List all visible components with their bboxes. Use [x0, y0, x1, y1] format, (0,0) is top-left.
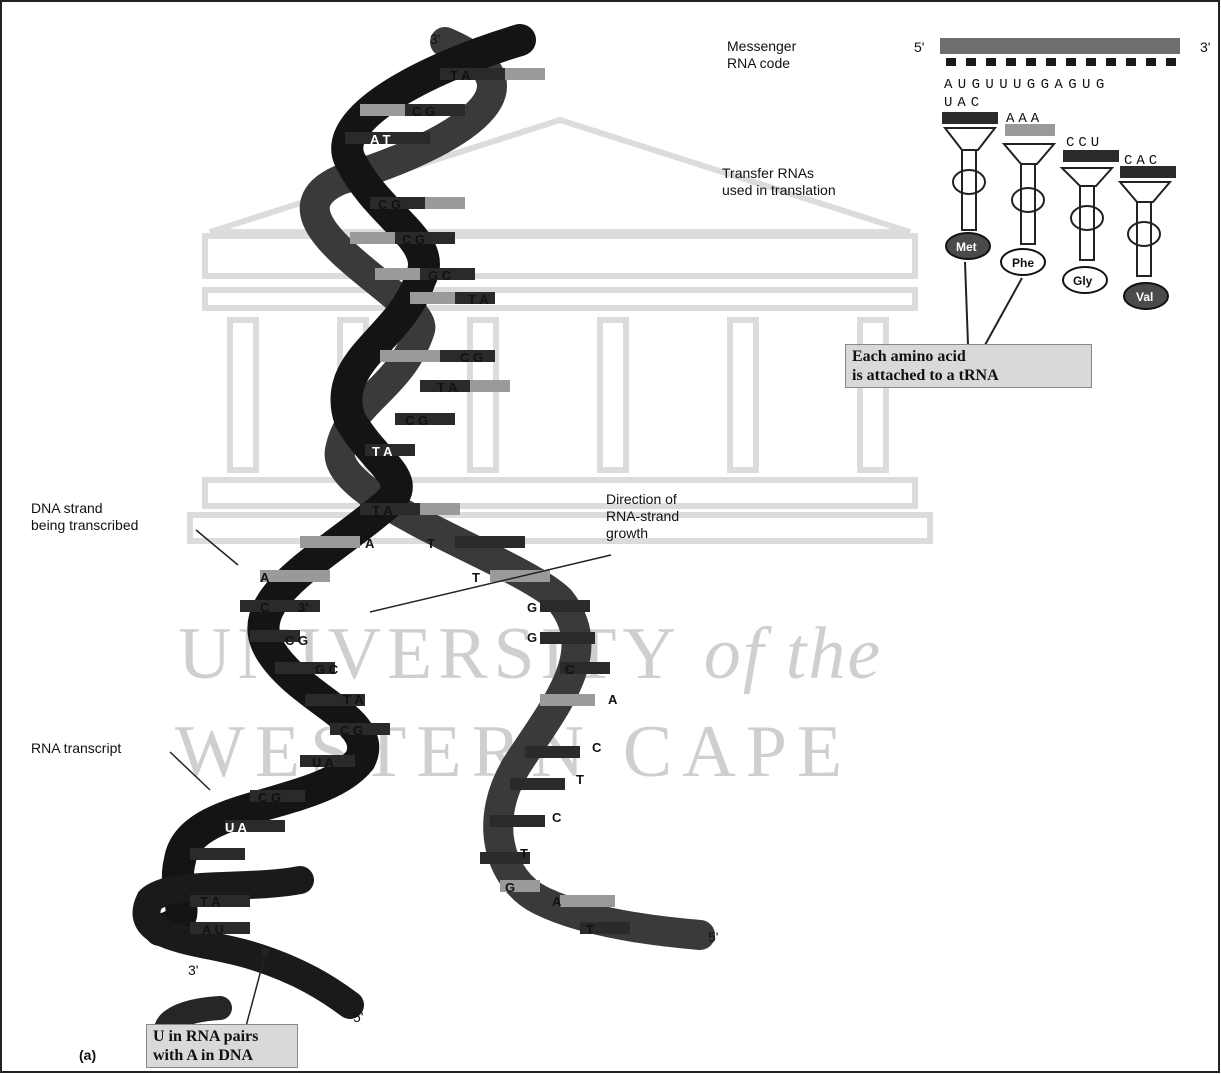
- helix-back-strand: [299, 27, 715, 950]
- panel-label: (a): [79, 1047, 97, 1063]
- svg-text:3': 3': [298, 600, 308, 615]
- svg-text:C G: C G: [285, 633, 308, 648]
- svg-text:A: A: [552, 894, 562, 909]
- svg-text:C: C: [592, 740, 602, 755]
- svg-text:T: T: [472, 570, 480, 585]
- pointer-lines: [169, 529, 612, 1031]
- pointer-dot: [261, 948, 269, 956]
- svg-text:G C: G C: [315, 662, 339, 677]
- svg-text:G: G: [505, 880, 515, 895]
- svg-text:U A: U A: [225, 820, 248, 835]
- svg-text:C G: C G: [402, 232, 425, 247]
- callout-amino-acid: Each amino acid is attached to a tRNA: [845, 344, 1092, 388]
- svg-text:A: A: [365, 536, 375, 551]
- base-letters: T A C G A T C G C G G C T A C G T A C G …: [200, 68, 618, 937]
- svg-text:T: T: [586, 922, 594, 937]
- rna-transcript-tail: [132, 866, 364, 1019]
- amino-acid-met: Met: [956, 240, 977, 254]
- trna-gly: [1059, 150, 1119, 294]
- svg-text:T: T: [576, 772, 584, 787]
- end-top-right: 5': [497, 31, 507, 47]
- amino-acid-phe: Phe: [1012, 256, 1034, 270]
- svg-text:C G: C G: [340, 723, 363, 738]
- label-direction: Direction of RNA-strand growth: [606, 491, 680, 541]
- svg-text:C: C: [552, 810, 562, 825]
- mrna-end-3: 3': [1200, 39, 1210, 55]
- label-messenger-rna: Messenger RNA code: [727, 38, 797, 71]
- svg-text:G: G: [527, 630, 537, 645]
- svg-text:C G: C G: [405, 413, 428, 428]
- mrna-strip: [940, 38, 1180, 54]
- svg-text:C G: C G: [258, 790, 281, 805]
- svg-text:C: C: [260, 600, 270, 615]
- end-bottom-left-5: 5': [353, 1009, 363, 1025]
- svg-text:T A: T A: [437, 380, 458, 395]
- callout-u-pairs: U in RNA pairs with A in DNA: [146, 1024, 298, 1068]
- svg-text:T A: T A: [372, 503, 393, 518]
- svg-text:A: A: [260, 570, 270, 585]
- label-dna-strand: DNA strand being transcribed: [31, 500, 139, 533]
- end-top-left: 3': [430, 31, 440, 47]
- end-bottom-left-3: 3': [188, 962, 198, 978]
- anticodon-4: CAC: [1124, 153, 1161, 169]
- end-bottom-right-5: 5': [708, 929, 718, 945]
- translation-inset: [940, 38, 1180, 346]
- svg-text:T A: T A: [343, 692, 364, 707]
- amino-acid-val: Val: [1136, 290, 1153, 304]
- anticodon-2: AAA: [1006, 111, 1043, 127]
- svg-text:U A: U A: [312, 755, 335, 770]
- trna-met: [942, 112, 998, 260]
- label-rna-transcript: RNA transcript: [31, 740, 122, 756]
- svg-text:G C: G C: [428, 268, 452, 283]
- watermark-line1-suffix: of the: [703, 613, 883, 695]
- svg-text:C G: C G: [460, 350, 483, 365]
- trna-phe: [1000, 124, 1057, 276]
- svg-text:G: G: [527, 600, 537, 615]
- svg-text:T A: T A: [200, 894, 221, 909]
- svg-text:A U: A U: [202, 922, 224, 937]
- svg-text:C G: C G: [412, 104, 435, 119]
- mrna-end-5: 5': [914, 39, 924, 55]
- svg-text:T A: T A: [468, 292, 489, 307]
- mrna-codons: AUGUUUGGAGUG: [944, 77, 1110, 93]
- svg-text:A T: A T: [370, 132, 391, 147]
- svg-text:C G: C G: [378, 197, 401, 212]
- anticodon-3: CCU: [1066, 135, 1103, 151]
- anticodon-1: UAC: [944, 95, 984, 111]
- svg-text:T A: T A: [450, 68, 471, 83]
- svg-text:T: T: [520, 846, 528, 861]
- amino-acid-gly: Gly: [1073, 274, 1093, 288]
- svg-text:T A: T A: [372, 444, 393, 459]
- base-pair-rungs: [190, 68, 630, 934]
- svg-text:T: T: [427, 536, 435, 551]
- trna-val: [1117, 166, 1176, 310]
- svg-text:A: A: [608, 692, 618, 707]
- label-transfer-rnas: Transfer RNAs used in translation: [722, 165, 836, 198]
- svg-text:C: C: [565, 662, 575, 677]
